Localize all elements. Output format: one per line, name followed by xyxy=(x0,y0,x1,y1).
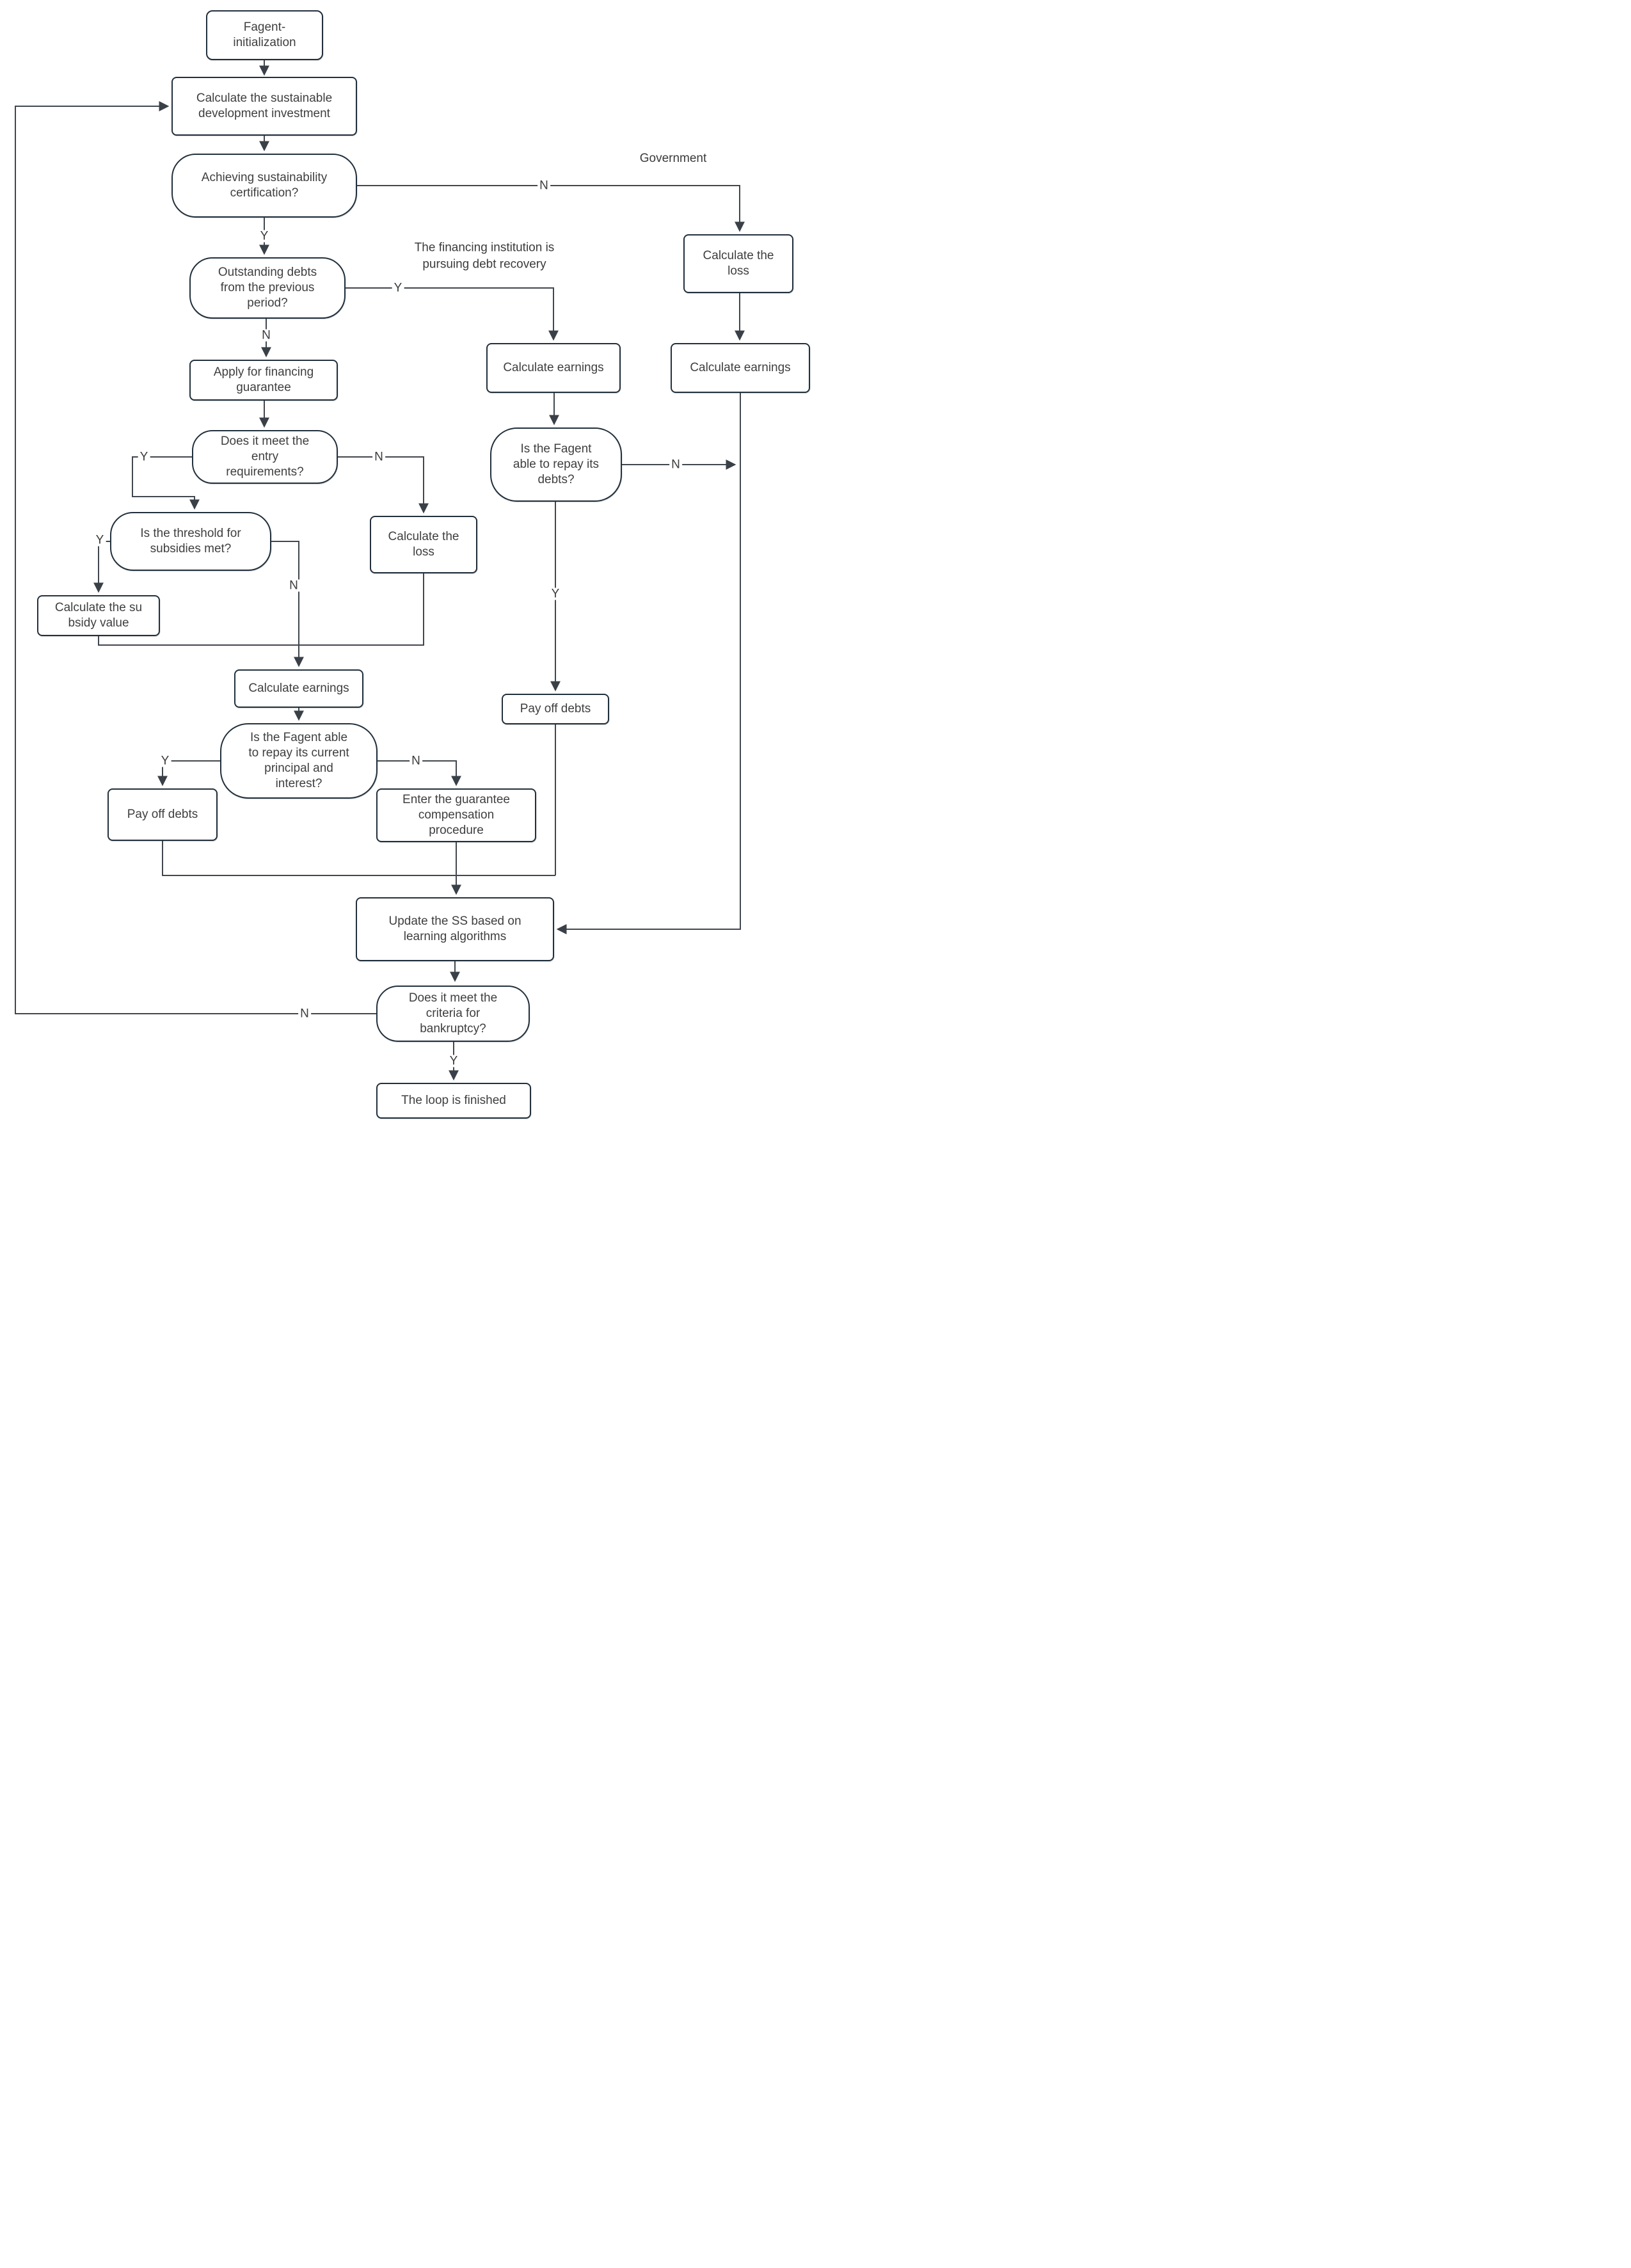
label-bankruptcy-yes: Y xyxy=(447,1055,460,1067)
edge-bankruptcy-no-feedback-to-invest xyxy=(15,101,376,1014)
edge-subsidy-to-junction xyxy=(98,636,299,646)
edge-entry-yes-to-threshold xyxy=(132,456,200,510)
edge-earnings-right-rail-to-update xyxy=(556,393,741,934)
node-calculate-earnings-center: Calculate earnings xyxy=(234,669,363,708)
label-bankruptcy-no: N xyxy=(298,1007,311,1020)
annotation-financing-institution: The financing institution is pursuing de… xyxy=(414,241,555,271)
label-threshold-no: N xyxy=(287,579,300,592)
edge-repay-principal-no-to-guarantee xyxy=(378,760,461,787)
label-repay-principal-yes: Y xyxy=(159,755,171,767)
node-guarantee-compensation: Enter the guarantee compensation procedu… xyxy=(376,788,536,842)
label-outstanding-no: N xyxy=(260,329,273,342)
label-cert-yes: Y xyxy=(258,230,271,243)
node-threshold-subsidies: Is the threshold for subsidies met? xyxy=(110,512,271,571)
label-entry-yes: Y xyxy=(138,451,150,463)
node-calculate-loss-right: Calculate the loss xyxy=(683,234,793,293)
node-achieving-sustainability-certification: Achieving sustainability certification? xyxy=(171,154,357,218)
node-pay-off-debts-right: Pay off debts xyxy=(502,694,609,724)
edge-cert-no-to-loss-right xyxy=(357,185,745,232)
edge-pay-off-left-to-merge xyxy=(162,841,555,876)
node-repay-debts-decision: Is the Fagent able to repay its debts? xyxy=(490,427,622,502)
node-calculate-sustainable-investment: Calculate the sustainable development in… xyxy=(171,77,357,136)
edge-loss-mid-to-junction xyxy=(299,573,424,646)
edge-outstanding-yes-to-earnings-mid xyxy=(346,287,559,341)
label-entry-no: N xyxy=(372,451,385,463)
node-outstanding-debts: Outstanding debts from the previous peri… xyxy=(189,257,346,319)
label-outstanding-yes: Y xyxy=(392,282,404,294)
node-apply-financing-guarantee: Apply for financing guarantee xyxy=(189,360,338,401)
label-threshold-yes: Y xyxy=(93,534,106,547)
node-loop-finished: The loop is finished xyxy=(376,1083,531,1119)
label-repay-debts-yes: Y xyxy=(549,587,562,600)
node-repay-principal-decision: Is the Fagent able to repay its current … xyxy=(220,723,378,799)
node-calculate-earnings-mid: Calculate earnings xyxy=(486,343,621,393)
node-pay-off-debts-left: Pay off debts xyxy=(107,788,218,841)
node-fagent-initialization: Fagent- initialization xyxy=(206,10,323,60)
node-calculate-loss-mid: Calculate the loss xyxy=(370,516,477,573)
node-update-ss: Update the SS based on learning algorith… xyxy=(356,897,554,961)
edge-repay-principal-yes-to-pay-off-left xyxy=(157,760,220,787)
edge-entry-no-to-loss-mid xyxy=(338,456,429,514)
node-bankruptcy-criteria: Does it meet the criteria for bankruptcy… xyxy=(376,986,530,1042)
connector-layer xyxy=(15,60,745,1081)
flowchart-canvas: Fagent- initialization Calculate the sus… xyxy=(0,0,816,1134)
node-calculate-earnings-right: Calculate earnings xyxy=(671,343,810,393)
label-repay-principal-no: N xyxy=(410,755,422,767)
label-cert-no: N xyxy=(537,179,550,192)
node-entry-requirements: Does it meet the entry requirements? xyxy=(192,430,338,484)
label-repay-debts-no: N xyxy=(669,458,682,471)
edge-threshold-no-to-junction xyxy=(271,541,299,645)
annotation-government: Government xyxy=(639,152,707,166)
edge-threshold-yes-to-subsidy xyxy=(93,541,110,593)
node-calculate-subsidy-value: Calculate the su bsidy value xyxy=(37,595,160,636)
